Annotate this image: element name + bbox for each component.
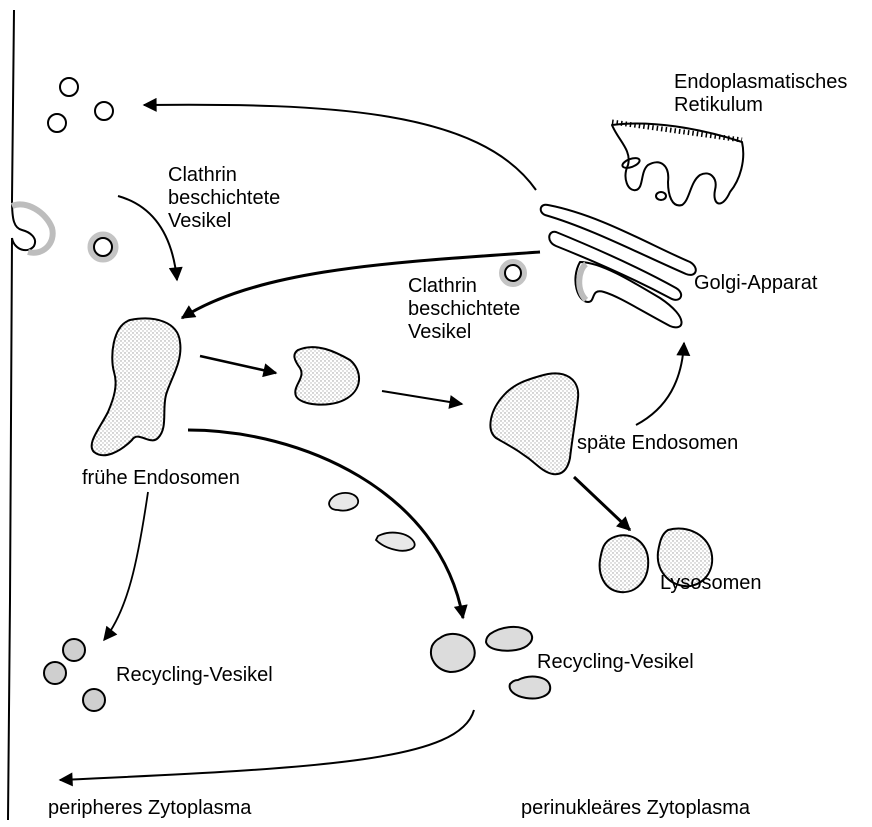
late-endosomes-label: späte Endosomen [577,432,738,455]
recycling-vesicles-left-label: Recycling-Vesikel [116,664,273,687]
clathrin-vesicle-top-label: Clathrin beschichtete Vesikel [168,164,280,233]
er-label: Endoplasmatisches Retikulum [674,71,847,117]
recycling-vesicles-left [44,639,105,711]
arrow-early-to-recycling-right [188,430,463,618]
arrow-early-to-intermediate [200,356,276,373]
perinuclear-cytoplasm-label: perinukleäres Zytoplasma [521,797,750,820]
transport-vesicles [329,493,415,551]
early-endosome [92,318,181,455]
clathrin-vesicle-top [91,235,115,259]
late-endosome [490,373,578,474]
intermediate-endosome [294,347,359,405]
arrow-intermediate-to-late [382,391,462,404]
early-endosomes-label: frühe Endosomen [82,467,240,490]
arrow-recycling-to-membrane [60,710,474,780]
golgi-apparatus [541,122,744,327]
clathrin-vesicle-mid-label: Clathrin beschichtete Vesikel [408,275,520,344]
recycling-vesicles-right [431,627,550,699]
recycling-vesicles-right-label: Recycling-Vesikel [537,651,694,674]
lysosomes-label: Lysosomen [660,572,762,595]
golgi-label: Golgi-Apparat [694,272,817,295]
arrow-late-to-lysosomes [574,477,630,530]
arrow-late-to-golgi [636,343,684,425]
plasma-membrane [8,10,35,820]
secretory-vesicles [48,78,113,132]
peripheral-cytoplasm-label: peripheres Zytoplasma [48,797,251,820]
arrow-early-to-recycling-left [104,492,148,640]
